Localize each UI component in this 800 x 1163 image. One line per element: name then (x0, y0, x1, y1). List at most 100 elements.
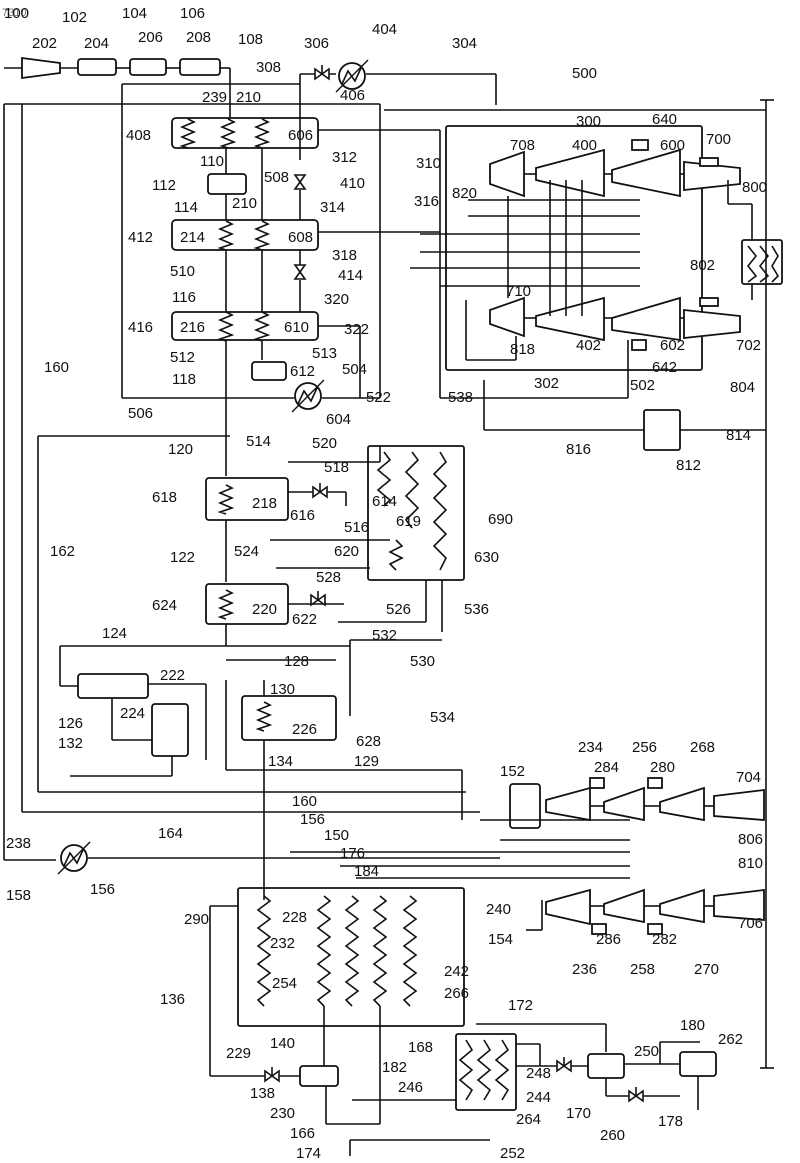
label-226: 226 (292, 721, 317, 738)
label-816: 816 (566, 441, 591, 458)
bottom-cold-box (210, 888, 490, 1156)
label-286: 286 (596, 931, 621, 948)
label-302: 302 (534, 375, 559, 392)
label-182: 182 (382, 1059, 407, 1076)
label-624: 624 (152, 597, 177, 614)
label-218: 218 (252, 495, 277, 512)
label-528: 528 (316, 569, 341, 586)
label-150: 150 (324, 827, 349, 844)
label-254: 254 (272, 975, 297, 992)
label-236: 236 (572, 961, 597, 978)
label-402: 402 (576, 337, 601, 354)
label-202: 202 (32, 35, 57, 52)
label-128: 128 (284, 653, 309, 670)
gear-640 (632, 140, 648, 150)
separator-612 (252, 362, 286, 380)
vessel-224 (152, 704, 188, 756)
label-129: 129 (354, 753, 379, 770)
gear-284 (590, 778, 604, 788)
label-508: 508 (264, 169, 289, 186)
label-270: 270 (694, 961, 719, 978)
compressor-256 (604, 788, 644, 820)
label-260: 260 (600, 1127, 625, 1144)
label-152: 152 (500, 763, 525, 780)
label-619: 619 (396, 513, 421, 530)
label-308: 308 (256, 59, 281, 76)
label-530: 530 (410, 653, 435, 670)
gear-280 (648, 778, 662, 788)
compressor-710 (490, 298, 524, 336)
label-410: 410 (340, 175, 365, 192)
label-538: 538 (448, 389, 473, 406)
label-156b: 156 (90, 881, 115, 898)
label-610: 610 (284, 319, 309, 336)
label-604: 604 (326, 411, 351, 428)
separator-222 (78, 674, 148, 698)
label-230: 230 (270, 1105, 295, 1122)
label-616: 616 (290, 507, 315, 524)
label-126: 126 (58, 715, 83, 732)
unit-206 (130, 59, 166, 75)
label-240: 240 (486, 901, 511, 918)
upper-compressor-train (410, 126, 782, 370)
label-282: 282 (652, 931, 677, 948)
label-122: 122 (170, 549, 195, 566)
label-102: 102 (62, 9, 87, 26)
label-114: 114 (174, 199, 198, 216)
label-802: 802 (690, 257, 715, 274)
inlet-train (4, 58, 230, 118)
label-706: 706 (738, 915, 763, 932)
label-400: 400 (572, 137, 597, 154)
label-404: 404 (372, 21, 397, 38)
label-174: 174 (296, 1145, 321, 1162)
compressor-258 (604, 890, 644, 922)
turbine-702 (684, 310, 740, 338)
label-124: 124 (102, 625, 127, 642)
label-229: 229 (226, 1045, 251, 1062)
separation-section (60, 646, 462, 900)
label-640: 640 (652, 111, 677, 128)
label-516: 516 (344, 519, 369, 536)
label-268: 268 (690, 739, 715, 756)
label-156a: 156 (300, 811, 325, 828)
label-536: 536 (464, 601, 489, 618)
label-322: 322 (344, 321, 369, 338)
label-216: 216 (180, 319, 205, 336)
label-708: 708 (510, 137, 535, 154)
label-804: 804 (730, 379, 755, 396)
label-284: 284 (594, 759, 619, 776)
label-513: 513 (312, 345, 337, 362)
label-642: 642 (652, 359, 677, 376)
label-522: 522 (366, 389, 391, 406)
label-502: 502 (630, 377, 655, 394)
label-710: 710 (506, 283, 531, 300)
cooler-238 (58, 842, 90, 874)
label-310: 310 (416, 155, 441, 172)
label-518: 518 (324, 459, 349, 476)
right-bus-804 (484, 100, 774, 1068)
inlet-compressor-202 (22, 58, 60, 78)
compressor-234 (546, 788, 590, 820)
label-602: 602 (660, 337, 685, 354)
label-704: 704 (736, 769, 761, 786)
label-176: 176 (340, 845, 365, 862)
label-800: 800 (742, 179, 767, 196)
unit-812 (644, 410, 680, 450)
label-600: 600 (660, 137, 685, 154)
label-416: 416 (128, 319, 153, 336)
label-814: 814 (726, 427, 751, 444)
label-116: 116 (172, 289, 196, 306)
label-700: 700 (706, 131, 731, 148)
nozzle-700 (700, 158, 718, 166)
label-222: 222 (160, 667, 185, 684)
label-140: 140 (270, 1035, 295, 1052)
label-406: 406 (340, 87, 365, 104)
label-210b: 210 (232, 195, 257, 212)
unit-204 (78, 59, 116, 75)
label-512: 512 (170, 349, 195, 366)
label-316: 316 (414, 193, 439, 210)
label-234: 234 (578, 739, 603, 756)
label-184: 184 (354, 863, 379, 880)
label-534: 534 (430, 709, 455, 726)
label-206: 206 (138, 29, 163, 46)
